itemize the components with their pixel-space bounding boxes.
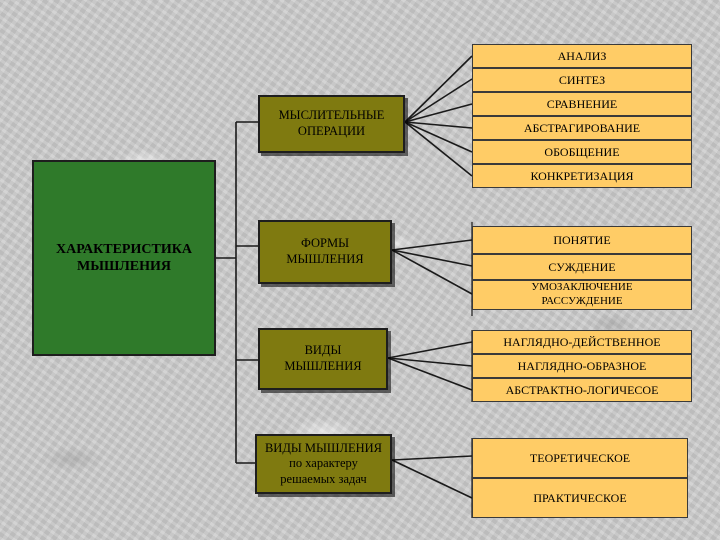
main-label-line1: ХАРАКТЕРИСТИКА (56, 241, 192, 257)
item-concept: ПОНЯТИЕ (472, 226, 692, 254)
item-practical: ПРАКТИЧЕСКОЕ (472, 478, 688, 518)
category-label: ВИДЫ МЫШЛЕНИЯ (264, 440, 383, 455)
item-label: ТЕОРЕТИЧЕСКОЕ (529, 450, 631, 465)
item-synthesis: СИНТЕЗ (472, 68, 692, 92)
item-label: СУЖДЕНИЕ (548, 259, 616, 274)
item-label: ПОНЯТИЕ (553, 232, 611, 247)
item-label: СРАВНЕНИЕ (546, 96, 618, 111)
item-label: АНАЛИЗ (557, 48, 607, 63)
main-characteristic-box: ХАРАКТЕРИСТИКА МЫШЛЕНИЯ (32, 160, 216, 356)
item-label: УМОЗАКЛЮЧЕНИЕ (531, 281, 633, 294)
item-concretization: КОНКРЕТИЗАЦИЯ (472, 164, 692, 188)
item-label: НАГЛЯДНО-ДЕЙСТВЕННОЕ (503, 334, 661, 349)
category-thinking-forms: ФОРМЫ МЫШЛЕНИЯ (258, 220, 392, 284)
item-visual-figurative: НАГЛЯДНО-ОБРАЗНОЕ (472, 354, 692, 378)
item-label: НАГЛЯДНО-ОБРАЗНОЕ (517, 358, 647, 373)
item-visual-action: НАГЛЯДНО-ДЕЙСТВЕННОЕ (472, 330, 692, 354)
item-judgment: СУЖДЕНИЕ (472, 254, 692, 280)
main-label-line2: МЫШЛЕНИЯ (77, 259, 171, 274)
category-thinking-types: ВИДЫ МЫШЛЕНИЯ (258, 328, 388, 390)
item-label: СИНТЕЗ (558, 72, 606, 87)
category-label: МЫШЛЕНИЯ (286, 252, 364, 266)
item-label: КОНКРЕТИЗАЦИЯ (530, 168, 634, 183)
category-thinking-types-by-task: ВИДЫ МЫШЛЕНИЯ по характеру решаемых зада… (255, 434, 392, 494)
category-label: ВИДЫ (304, 343, 342, 358)
category-label: ОПЕРАЦИИ (297, 124, 366, 138)
item-label: ПРАКТИЧЕСКОЕ (533, 490, 627, 505)
item-theoretical: ТЕОРЕТИЧЕСКОЕ (472, 438, 688, 478)
item-label: РАССУЖДЕНИЕ (541, 295, 623, 307)
category-label: МЫСЛИТЕЛЬНЫЕ (278, 108, 385, 123)
item-inference: УМОЗАКЛЮЧЕНИЕ РАССУЖДЕНИЕ (472, 280, 692, 310)
category-label: ФОРМЫ (300, 236, 349, 251)
category-label: МЫШЛЕНИЯ (284, 359, 362, 373)
item-label: АБСТРАКТНО-ЛОГИЧЕСОЕ (505, 382, 659, 397)
category-label: по характеру (289, 456, 358, 471)
category-label: решаемых задач (280, 471, 367, 486)
item-abstract-logical: АБСТРАКТНО-ЛОГИЧЕСОЕ (472, 378, 692, 402)
category-thinking-operations: МЫСЛИТЕЛЬНЫЕ ОПЕРАЦИИ (258, 95, 405, 153)
item-abstraction: АБСТРАГИРОВАНИЕ (472, 116, 692, 140)
item-label: ОБОБЩЕНИЕ (544, 144, 620, 159)
item-comparison: СРАВНЕНИЕ (472, 92, 692, 116)
item-generalization: ОБОБЩЕНИЕ (472, 140, 692, 164)
item-analysis: АНАЛИЗ (472, 44, 692, 68)
item-label: АБСТРАГИРОВАНИЕ (523, 120, 641, 135)
